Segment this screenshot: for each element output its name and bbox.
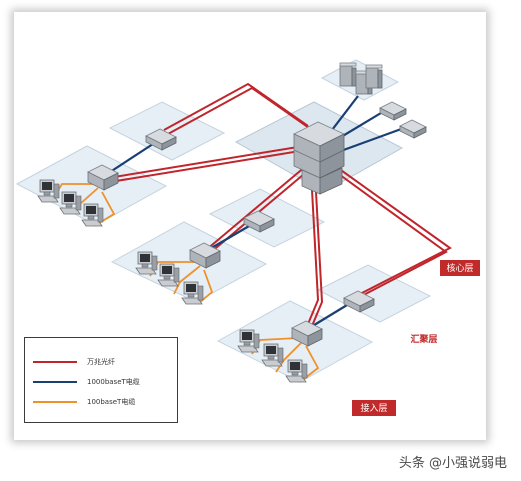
fiber-link [107, 145, 305, 179]
aggregation-layer-label: 汇聚层 [410, 333, 437, 345]
legend: 万兆光纤 1000baseT电缆 100baseT电缆 [24, 337, 178, 423]
fiber-link [311, 191, 324, 327]
fast-ethernet-link [275, 341, 303, 373]
network-appliance-icon [399, 119, 427, 139]
access-layer-tag: 接入层 [352, 400, 396, 416]
watermark: 头条 @小强说弱电 [398, 456, 507, 471]
legend-swatch-fast-ethernet [33, 401, 77, 403]
workstation-icon [157, 263, 180, 287]
access-switch-icon [291, 320, 323, 347]
fiber-link [109, 149, 307, 183]
workstation-icon [59, 191, 82, 215]
legend-label-fiber: 万兆光纤 [87, 358, 115, 366]
legend-label-gigabit: 1000baseT电缆 [87, 378, 140, 386]
fiber-link [205, 165, 307, 251]
aggregation-switch-icon [145, 128, 177, 151]
legend-item-fiber: 万兆光纤 [33, 355, 115, 369]
aggregation-panel-1 [108, 101, 226, 161]
workstations [37, 179, 308, 383]
fiber-links [107, 82, 452, 327]
server-rack [339, 62, 383, 95]
workstation-icon [181, 281, 204, 305]
workstation-icon [285, 359, 308, 383]
access-switch-icon [87, 164, 119, 191]
fiber-link [337, 167, 452, 297]
workstation-icon [237, 329, 260, 353]
legend-swatch-fiber [33, 361, 77, 363]
fiber-link [307, 189, 320, 325]
workstation-icon [37, 179, 60, 203]
server-icon [365, 64, 383, 89]
access-layer-label: 接入层 [360, 402, 387, 414]
legend-item-fast-ethernet: 100baseT电缆 [33, 395, 135, 409]
legend-item-gigabit: 1000baseT电缆 [33, 375, 140, 389]
access-panel-3 [216, 300, 374, 383]
workstation-icon [81, 203, 104, 227]
aggregation-switch-icon [343, 290, 375, 313]
core-switch-icon [293, 121, 345, 195]
workstation-icon [135, 251, 158, 275]
legend-label-fast-ethernet: 100baseT电缆 [87, 398, 136, 406]
access-switch-icon [189, 242, 221, 269]
aggregation-switch-icon [243, 210, 275, 233]
core-layer-tag: 核心层 [440, 260, 480, 276]
workstation-icon [261, 343, 284, 367]
fast-ethernet-link [173, 265, 201, 295]
aggregation-layer-tag: 汇聚层 [410, 333, 437, 345]
legend-swatch-gigabit [33, 381, 77, 383]
server-icon [339, 62, 357, 87]
fiber-link [167, 86, 313, 135]
core-layer-label: 核心层 [446, 262, 473, 274]
gigabit-link [337, 126, 405, 154]
gigabit-link [331, 95, 359, 131]
gigabit-link [207, 221, 257, 251]
network-appliance-icon [379, 101, 407, 121]
fiber-link [335, 171, 448, 301]
